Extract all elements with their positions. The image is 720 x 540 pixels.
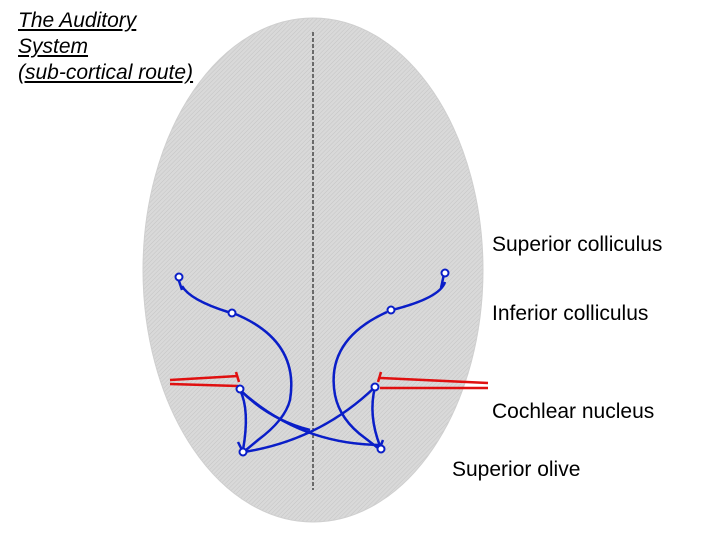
title-line-1: The Auditory bbox=[18, 9, 137, 32]
right-superior-colliculus-neuron bbox=[440, 268, 450, 278]
title-line-2: System bbox=[18, 35, 89, 58]
right-cochlear-nucleus-neuron bbox=[370, 382, 380, 392]
right-ic-ascending bbox=[332, 310, 388, 449]
left-cn-to-right-so bbox=[239, 389, 311, 432]
right-cn-to-so bbox=[371, 386, 382, 447]
label-superior-colliculus: Superior colliculus bbox=[492, 233, 663, 256]
left-cochlear-nucleus-neuron bbox=[235, 384, 245, 394]
left-superior-olive-neuron bbox=[238, 447, 248, 457]
right-auditory-nerve-upper bbox=[379, 376, 489, 385]
slide-title: The Auditory System (sub-cortical route) bbox=[18, 8, 193, 86]
label-cochlear-nucleus: Cochlear nucleus bbox=[492, 400, 655, 423]
right-inferior-colliculus-neuron bbox=[386, 305, 396, 315]
right-ic-to-sc-pathway bbox=[391, 281, 447, 312]
auditory-nerve bbox=[169, 371, 489, 390]
left-nerve-ending bbox=[234, 371, 241, 383]
label-superior-olive: Superior olive bbox=[452, 458, 581, 481]
left-auditory-nerve-lower bbox=[169, 382, 239, 388]
left-ic-ascending bbox=[232, 311, 293, 451]
neuron-bodies bbox=[174, 268, 450, 457]
title-line-3: (sub-cortical route) bbox=[18, 61, 194, 84]
left-ic-to-sc-pathway bbox=[180, 285, 229, 314]
label-inferior-colliculus: Inferior colliculus bbox=[492, 302, 649, 325]
left-auditory-nerve-upper bbox=[169, 374, 239, 382]
left-inferior-colliculus-neuron bbox=[227, 308, 237, 318]
left-cn-to-so bbox=[238, 389, 248, 451]
right-superior-olive-neuron bbox=[376, 444, 386, 454]
left-superior-colliculus-neuron bbox=[174, 272, 184, 282]
right-cn-cross bbox=[243, 386, 376, 454]
right-nerve-ending bbox=[376, 371, 383, 383]
